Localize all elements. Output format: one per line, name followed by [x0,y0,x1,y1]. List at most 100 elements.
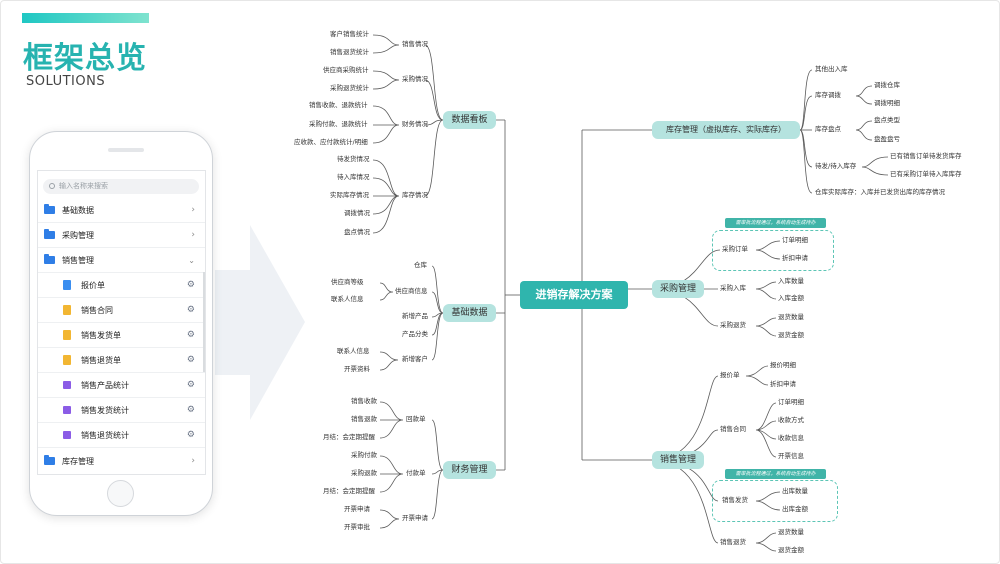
gear-icon[interactable]: ⚙ [186,355,195,365]
folder-icon [44,229,55,239]
node-stock-check: 库存盘点 [815,125,841,133]
leaf: 销售收款、退款统计 [309,101,368,109]
menu-label: 采购管理 [62,231,94,240]
node-receipt: 回款单 [406,415,426,423]
gear-icon[interactable]: ⚙ [186,280,195,290]
menu-item-sales[interactable]: 销售管理 ⌄ [38,248,205,273]
node-purchase-status: 采购情况 [402,75,428,83]
menu-label: 基础数据 [62,206,94,215]
page-title: 框架总览 [23,41,147,76]
node-sales: 销售管理 [652,451,704,469]
leaf: 采购退款 [351,469,377,477]
node-finance: 财务管理 [443,461,496,479]
node-base-data: 基础数据 [443,304,496,322]
gear-icon[interactable]: ⚙ [186,430,195,440]
menu-label: 销售发货单 [81,331,121,340]
chevron-right-icon: › [191,205,195,215]
submenu-item-contract[interactable]: 销售合同 ⚙ [38,298,205,323]
gear-icon[interactable]: ⚙ [186,305,195,315]
accent-bar [22,13,149,23]
page-subtitle: SOLUTIONS [26,74,106,89]
node-purchase-return: 采购退货 [720,321,746,329]
leaf: 供应商等级 [331,278,364,286]
node-finance-status: 财务情况 [402,120,428,128]
menu-label: 销售发货统计 [81,406,129,415]
search-input[interactable]: 输入名称来搜索 [43,179,199,194]
node-quote: 报价单 [720,371,740,379]
leaf: 盘点类型 [874,116,900,124]
leaf: 出库数量 [782,487,808,495]
node-payment: 付款单 [406,469,426,477]
search-placeholder: 输入名称来搜索 [59,182,108,190]
leaf: 退货数量 [778,528,804,536]
leaf: 已有采购订单待入库库存 [890,170,962,178]
menu-label: 库存管理 [62,457,94,466]
scrollbar[interactable] [203,272,205,372]
node-new-product: 新增产品 [402,312,428,320]
submenu-item-product-stats[interactable]: 销售产品统计 ⚙ [38,373,205,398]
leaf: 供应商采购统计 [323,66,369,74]
node-warehouse: 仓库 [414,261,427,269]
document-icon [63,355,71,365]
phone-speaker [108,148,144,152]
leaf: 待发货情况 [337,155,370,163]
leaf: 销售退款 [351,415,377,423]
document-icon [63,305,71,315]
folder-icon [44,455,55,465]
leaf: 折扣申请 [770,380,796,388]
submenu-item-return-stats[interactable]: 销售退货统计 ⚙ [38,423,205,448]
leaf: 调拨明细 [874,99,900,107]
gear-icon[interactable]: ⚙ [186,380,195,390]
mindmap-center-node: 进销存解决方案 [520,281,628,309]
folder-icon [44,254,55,264]
leaf: 收款信息 [778,434,804,442]
approval-tag: 需审批流程通过，系统自动生成待办 [725,469,826,479]
leaf: 出库金额 [782,505,808,513]
gear-icon[interactable]: ⚙ [186,330,195,340]
approval-group [712,480,838,522]
leaf: 收款方式 [778,416,804,424]
leaf: 采购付款 [351,451,377,459]
document-icon [63,280,71,290]
leaf: 联系人信息 [337,347,370,355]
menu-label: 销售退货单 [81,356,121,365]
leaf: 开票资料 [344,365,370,373]
node-stock-status: 库存情况 [402,191,428,199]
leaf: 开票审批 [344,523,370,531]
chevron-down-icon: ⌄ [188,256,195,265]
big-arrow-icon [215,225,305,420]
chart-icon [63,381,71,389]
folder-icon [44,204,55,214]
leaf: 盘点情况 [344,228,370,236]
chevron-right-icon: › [191,230,195,240]
leaf: 退货金额 [778,331,804,339]
leaf: 入库金额 [778,294,804,302]
menu-label: 销售产品统计 [81,381,129,390]
menu-item-inventory[interactable]: 库存管理 › [38,449,205,474]
leaf: 采购退货统计 [330,84,369,92]
node-sales-return: 销售退货 [720,538,746,546]
leaf: 盘盈盘亏 [874,135,900,143]
leaf: 订单明细 [778,398,804,406]
home-button[interactable] [107,480,134,507]
leaf: 订单明细 [782,236,808,244]
menu-item-purchase[interactable]: 采购管理 › [38,223,205,248]
leaf: 应收款、应付款统计/明细 [294,138,368,146]
submenu-item-shipment[interactable]: 销售发货单 ⚙ [38,323,205,348]
leaf: 已有销售订单待发货库存 [890,152,962,160]
leaf: 入库数量 [778,277,804,285]
node-sales-shipment: 销售发货 [722,496,748,504]
submenu-item-shipment-stats[interactable]: 销售发货统计 ⚙ [38,398,205,423]
leaf: 开票信息 [778,452,804,460]
node-other-io: 其他出入库 [815,65,848,73]
node-actual-stock: 仓库实际库存：入库并已发货出库的库存情况 [815,188,945,196]
submenu-item-quote[interactable]: 报价单 ⚙ [38,273,205,298]
node-sales-status: 销售情况 [402,40,428,48]
submenu-item-return[interactable]: 销售退货单 ⚙ [38,348,205,373]
leaf: 月结：会定期提醒 [323,487,375,495]
leaf: 退货金额 [778,546,804,554]
menu-item-base-data[interactable]: 基础数据 › [38,198,205,223]
gear-icon[interactable]: ⚙ [186,405,195,415]
leaf: 联系人信息 [331,295,364,303]
